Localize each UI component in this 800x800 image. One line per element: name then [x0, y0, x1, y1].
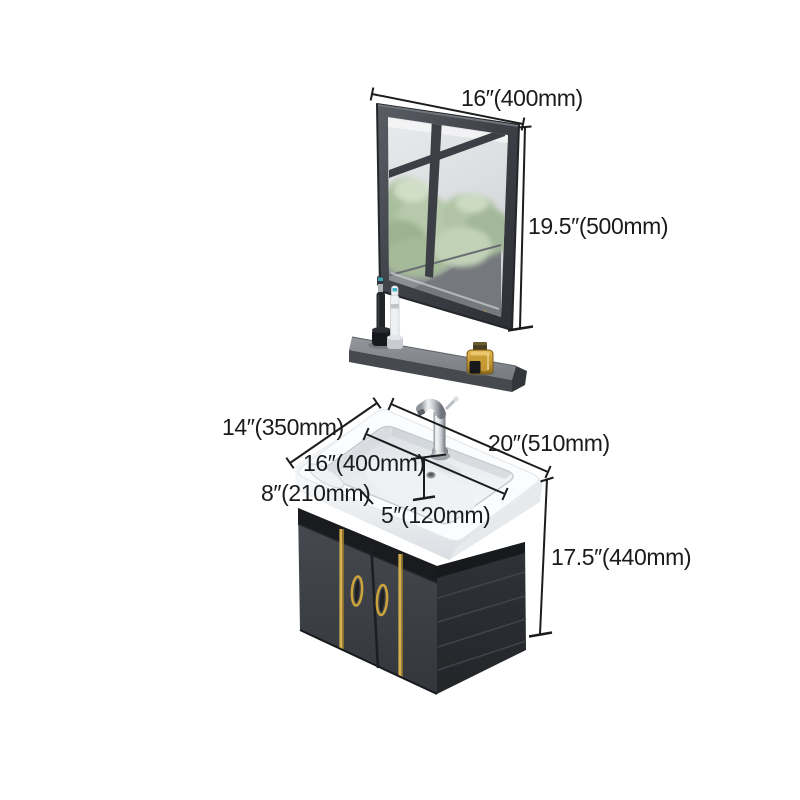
- perfume-bottle: [466, 342, 494, 375]
- ceramic-sink: [295, 409, 543, 560]
- dim-vanity-depth: [285, 397, 382, 469]
- wall-shelf: [349, 276, 527, 392]
- dim-mirror-height: [507, 125, 534, 332]
- dim-basin-width: [362, 427, 509, 501]
- dim-cabinet-height: [528, 476, 554, 638]
- side-panel-grooves: [437, 571, 527, 671]
- label-basin-depth: 5″(120mm): [381, 502, 491, 528]
- shelf-front-lip: [349, 350, 512, 392]
- label-vanity-depth: 14″(350mm): [222, 414, 344, 440]
- label-basin-width: 16″(400mm): [303, 450, 425, 476]
- dim-basin-front: [360, 490, 374, 505]
- soap-dish-recess: [307, 463, 345, 489]
- faucet-lever: [444, 398, 457, 411]
- bottle-label: [469, 361, 481, 374]
- label-cabinet-height: 17.5″(440mm): [551, 544, 692, 570]
- shelf-end: [512, 366, 527, 392]
- window-muntin-horizontal: [389, 128, 505, 178]
- mirror-frame-highlight: [377, 104, 519, 127]
- overflow-hole: [426, 471, 436, 479]
- dim-vanity-width: [387, 397, 552, 479]
- sink-right-wall: [449, 479, 543, 560]
- label-mirror-width: 16″(400mm): [461, 85, 583, 111]
- cabinet-side-panel: [437, 542, 526, 694]
- faucet-spout: [416, 398, 446, 419]
- wall-mirror: [376, 103, 520, 331]
- dim-basin-depth: [410, 453, 447, 502]
- tree-reflection: [388, 177, 508, 278]
- mirror-reflection: [388, 117, 508, 317]
- label-basin-front: 8″(210mm): [261, 480, 371, 506]
- vanity-cabinet: [297, 508, 527, 695]
- door-handle-left: [350, 575, 364, 607]
- white-toothbrush: [387, 285, 403, 349]
- label-vanity-width: 20″(510mm): [488, 430, 610, 456]
- aerator: [417, 408, 426, 416]
- dim-mirror-width: [369, 87, 526, 131]
- door-seam: [369, 540, 380, 669]
- dimension-lines: [285, 87, 554, 638]
- door-handle-right: [375, 583, 389, 617]
- black-toothbrush: [372, 276, 391, 346]
- label-mirror-height: 19.5″(500mm): [528, 213, 669, 239]
